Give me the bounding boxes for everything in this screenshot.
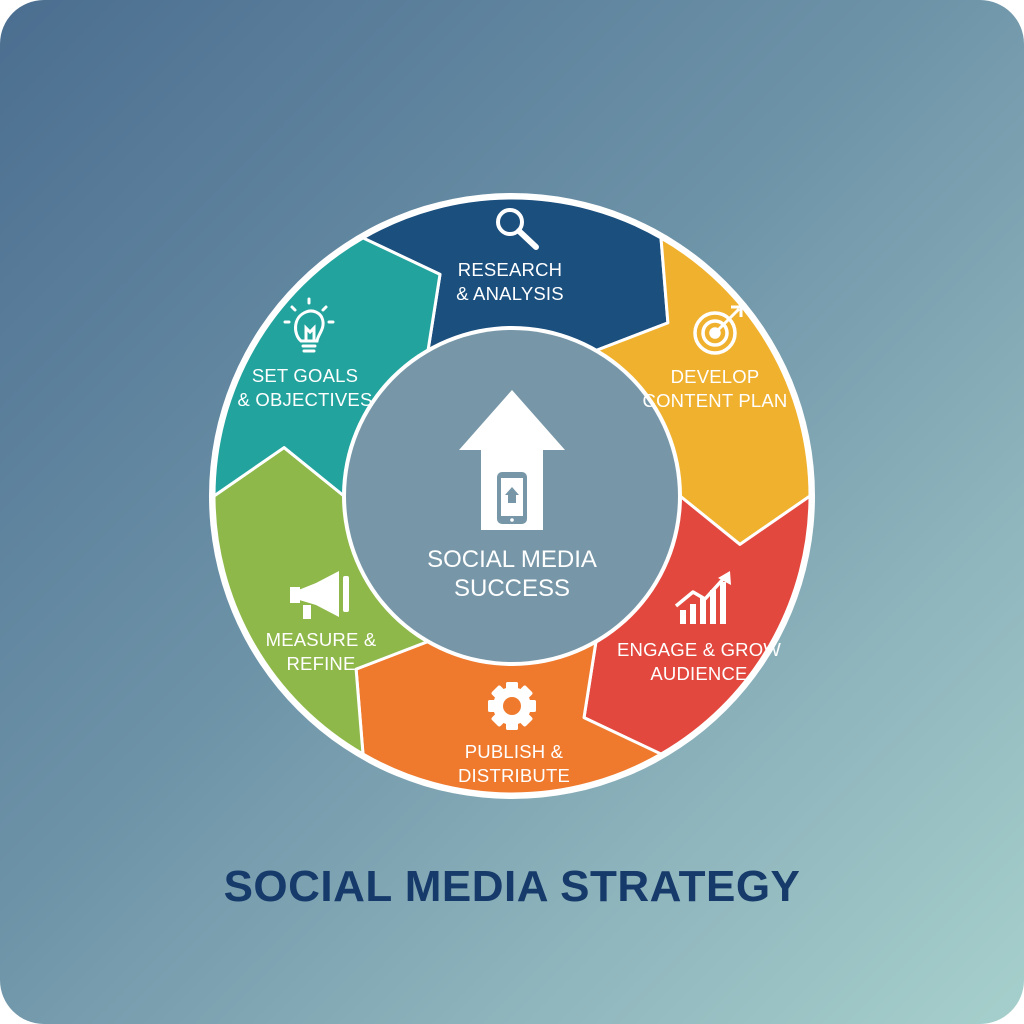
page-title: SOCIAL MEDIA STRATEGY [223, 862, 801, 911]
growth-chart-icon [674, 571, 731, 624]
segment-label-research-line2: & ANALYSIS [456, 283, 564, 304]
segment-label-measure-line2: REFINE [286, 653, 355, 674]
segments-layer [212, 196, 812, 796]
magnifier-icon [496, 208, 539, 250]
megaphone-icon [290, 571, 349, 619]
segment-label-measure-line1: MEASURE & [266, 629, 377, 650]
gear-icon [488, 682, 536, 730]
segment-label-research-line1: RESEARCH [458, 259, 562, 280]
segment-label-publish-line1: PUBLISH & [465, 741, 564, 762]
segment-label-publish-line2: DISTRIBUTE [458, 765, 570, 786]
segment-label-engage-line2: AUDIENCE [650, 663, 747, 684]
segment-label-goals-line2: & OBJECTIVES [237, 389, 372, 410]
lightbulb-icon [283, 297, 335, 353]
arrow-up-smartphone-icon [459, 390, 565, 530]
center-label-line2: SUCCESS [454, 575, 570, 602]
segment-label-develop-line2: CONTENT PLAN [643, 390, 788, 411]
segment-label-goals-line1: SET GOALS [252, 365, 358, 386]
segment-label-develop-line1: DEVELOP [671, 366, 760, 387]
center-label-line1: SOCIAL MEDIA [427, 546, 597, 573]
target-icon [693, 305, 743, 355]
segment-label-engage-line1: ENGAGE & GROW [617, 639, 781, 660]
